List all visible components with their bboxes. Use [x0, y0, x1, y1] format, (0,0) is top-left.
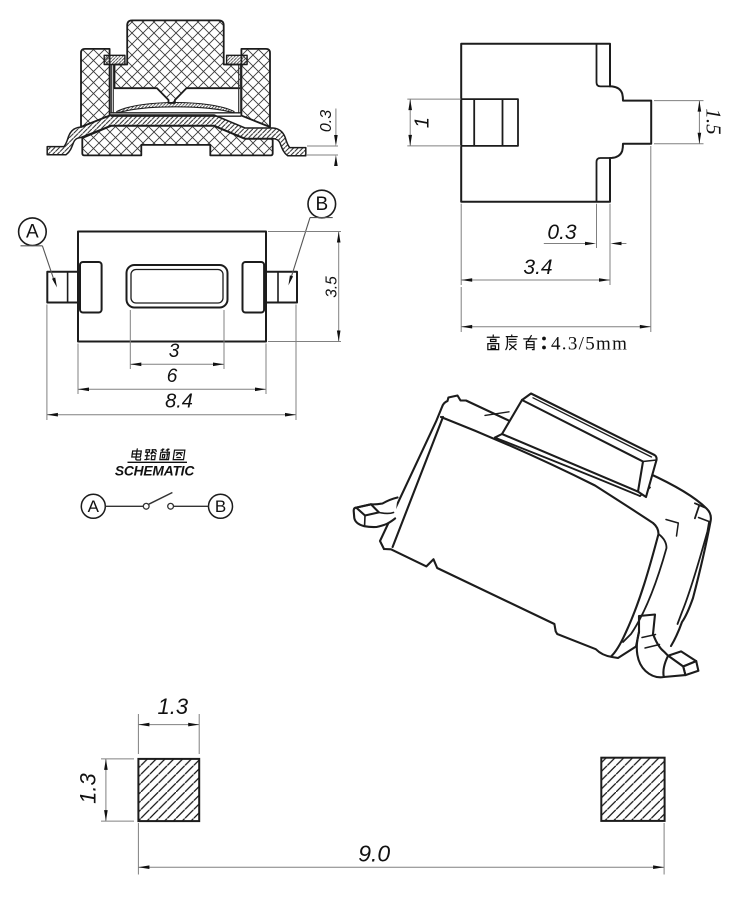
- svg-text:3.5: 3.5: [324, 276, 341, 298]
- svg-text:1.3: 1.3: [158, 694, 189, 719]
- svg-text:9.0: 9.0: [358, 841, 390, 867]
- svg-text:3.4: 3.4: [523, 256, 552, 279]
- svg-text:1: 1: [412, 117, 434, 128]
- svg-text:6: 6: [167, 366, 178, 387]
- svg-text:1.5: 1.5: [702, 108, 726, 134]
- svg-text:4.3/5mm: 4.3/5mm: [551, 334, 628, 355]
- svg-text:8.4: 8.4: [165, 391, 193, 413]
- svg-text:0.3: 0.3: [547, 221, 577, 244]
- svg-text:1.3: 1.3: [76, 773, 101, 804]
- svg-text:3: 3: [169, 341, 180, 362]
- svg-text:A: A: [26, 222, 39, 243]
- svg-text:0.3: 0.3: [318, 110, 335, 132]
- svg-text:B: B: [215, 497, 226, 516]
- svg-text:A: A: [88, 497, 100, 516]
- svg-text:SCHEMATIC: SCHEMATIC: [115, 464, 195, 479]
- svg-text:B: B: [315, 194, 328, 215]
